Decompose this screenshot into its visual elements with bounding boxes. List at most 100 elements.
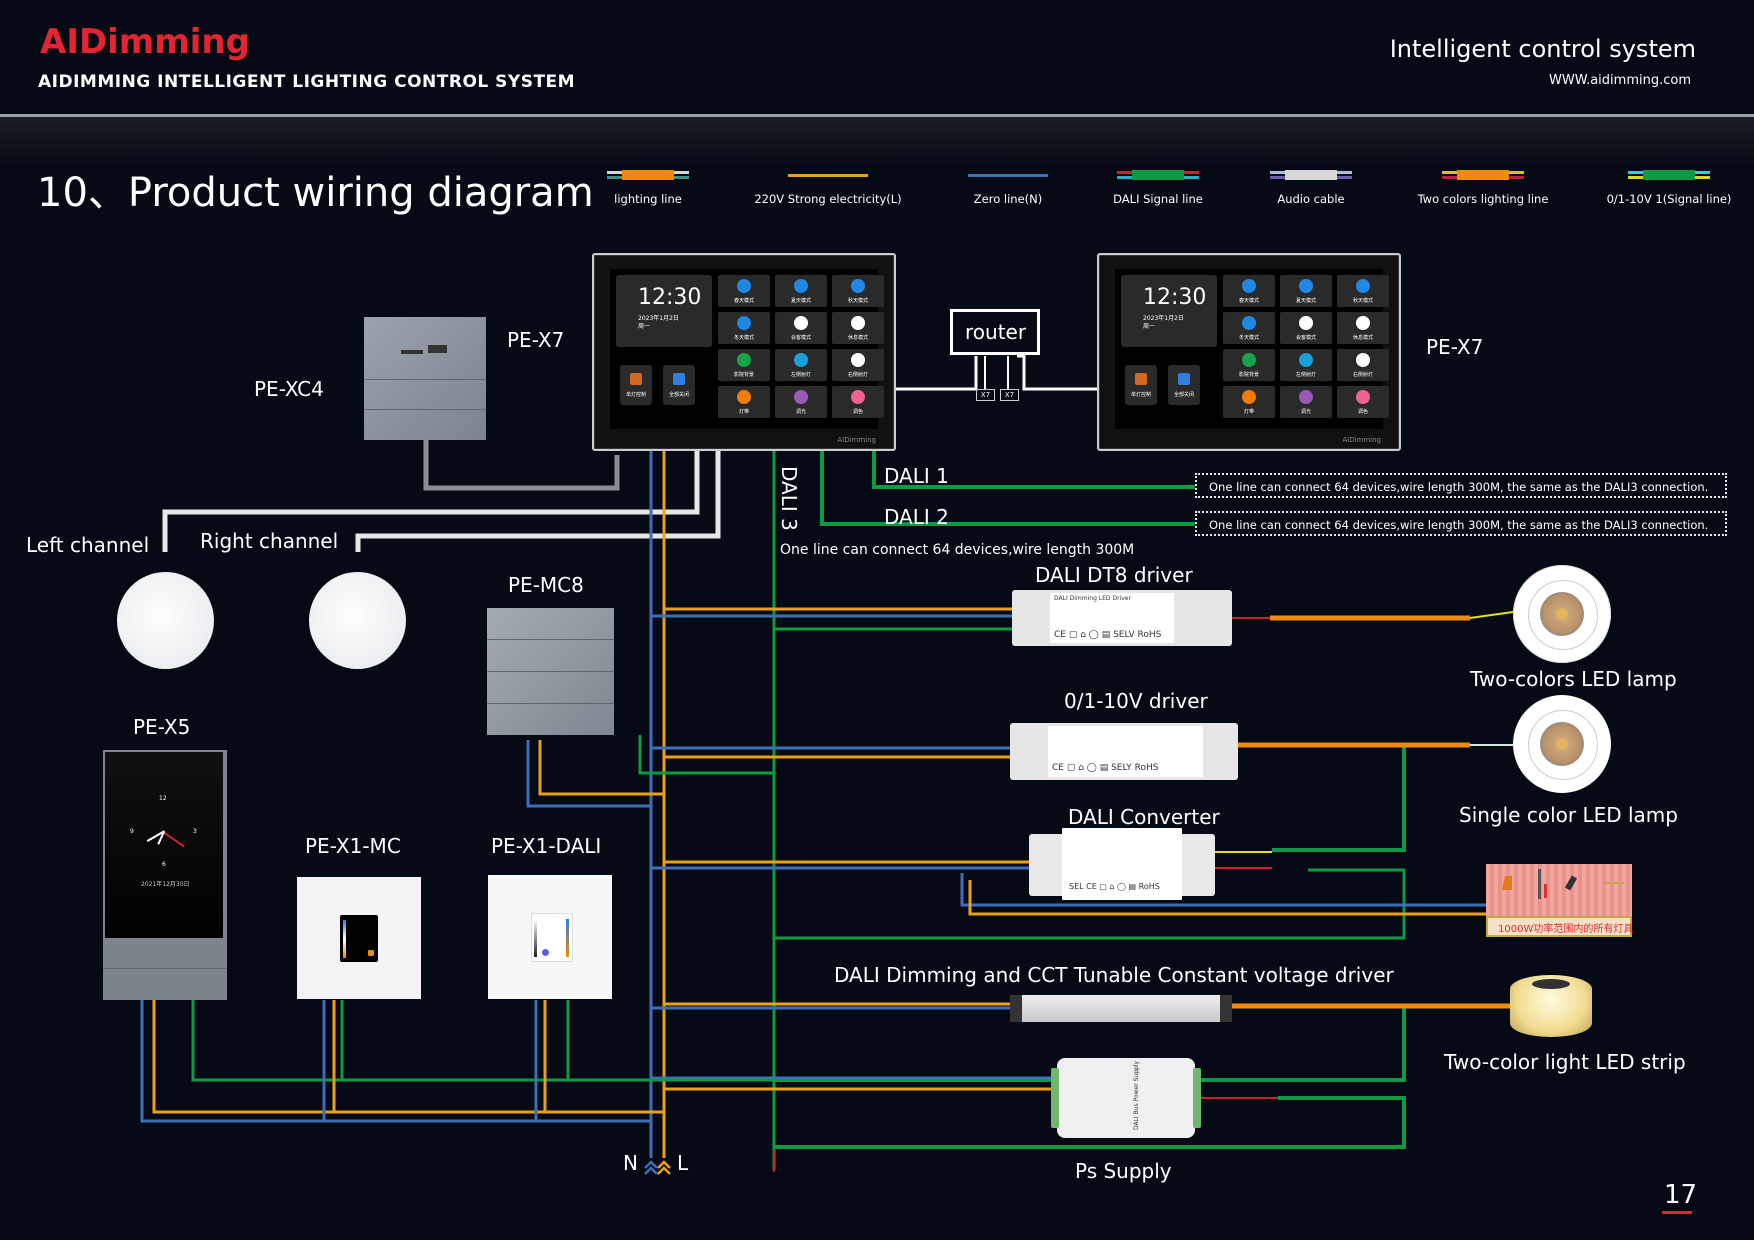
- pe-x5-device[interactable]: 12 3 6 9 2021年12月30日: [103, 750, 227, 1000]
- pe-x1-dali-label: PE-X1-DALI: [491, 834, 602, 858]
- scene-tile[interactable]: 右侧射灯: [832, 349, 884, 381]
- scene-tile[interactable]: 休息模式: [1337, 312, 1389, 344]
- scene-tile[interactable]: 调光: [1280, 386, 1332, 418]
- color-wheel-icon: [1299, 390, 1313, 404]
- scene-tile[interactable]: 灯带: [1223, 386, 1275, 418]
- scene-tile[interactable]: 夏天模式: [1280, 275, 1332, 307]
- scene-tile-label: 调色: [1357, 409, 1368, 415]
- panel-neutral: [140, 1000, 651, 1123]
- pe-xc4-device[interactable]: [364, 317, 486, 440]
- scene-tile[interactable]: 灯带: [718, 386, 770, 418]
- two-colors-led-lamp[interactable]: [1513, 565, 1611, 663]
- chevron-left-icon: [1299, 353, 1313, 367]
- page-number-underline: [1662, 1211, 1692, 1214]
- dali1-label: DALI 1: [884, 464, 949, 488]
- scene-tile-label: 会客模式: [1295, 335, 1316, 341]
- fixtures-live: [968, 880, 1530, 916]
- scene-tile[interactable]: 秋天模式: [1337, 275, 1389, 307]
- scene-tile-label: 左侧射灯: [1295, 372, 1316, 378]
- ps-dali: [774, 1096, 1406, 1149]
- panel-screen: 12:30 2023年1月2日 周一 春天模式夏天模式秋天模式冬天模式会客模式休…: [1115, 269, 1389, 429]
- lamp-lead: [1469, 611, 1514, 619]
- cv-driver[interactable]: [1010, 995, 1232, 1022]
- scene-tile[interactable]: 冬天模式: [1223, 312, 1275, 344]
- scene-tile[interactable]: 春天模式: [718, 275, 770, 307]
- single-color-lamp-label: Single color LED lamp: [1459, 803, 1678, 827]
- scene-tile[interactable]: 影院背景: [1223, 349, 1275, 381]
- fixtures-panel[interactable]: 1000W功率范围内的所有灯具: [1486, 864, 1634, 937]
- dali1-note-box: One line can connect 64 devices,wire len…: [1195, 473, 1727, 498]
- panel-screen: 12:30 2023年1月2日 周一 春天模式夏天模式秋天模式冬天模式会客模式休…: [610, 269, 884, 429]
- scene-tile[interactable]: 会客模式: [775, 312, 827, 344]
- dali-dt8-driver[interactable]: DALI Dimming LED Driver CE ▢ ⌂ ◯ ▤ SELV …: [1012, 590, 1232, 646]
- fixtures-neutral: [960, 873, 1530, 907]
- scene-tile[interactable]: 会客模式: [1280, 312, 1332, 344]
- clock-date: 2023年1月2日: [638, 315, 679, 322]
- scene-tile-label: 春天模式: [1238, 298, 1259, 304]
- pe-mc8-label: PE-MC8: [508, 573, 584, 597]
- scene-tile[interactable]: 左侧射灯: [775, 349, 827, 381]
- scene-tile-label: 灯带: [738, 409, 749, 415]
- cv-driver-label: DALI Dimming and CCT Tunable Constant vo…: [834, 963, 1394, 987]
- scene-tile[interactable]: 调色: [832, 386, 884, 418]
- scene-tile-label: 调色: [852, 409, 863, 415]
- scene-tile-label: 春天模式: [733, 298, 754, 304]
- router-box[interactable]: router: [950, 309, 1040, 355]
- header-url[interactable]: WWW.aidimming.com: [1549, 73, 1691, 88]
- pe-x1-mc-device[interactable]: [297, 877, 421, 999]
- scene-tile[interactable]: 右侧射灯: [1337, 349, 1389, 381]
- dali-converter-label: DALI Converter: [1068, 805, 1220, 829]
- ps-supply[interactable]: DALI Bus Power Supply: [1051, 1058, 1201, 1138]
- bulb-icon: [1299, 279, 1313, 293]
- quick-tile-label: 单灯控制: [625, 392, 646, 398]
- dali-converter[interactable]: SEL CE ▢ ⌂ ◯ ▤ RoHS: [1029, 828, 1215, 900]
- analog-clock-icon: 12 3 6 9: [130, 795, 197, 868]
- legend-item: DALI Signal line: [1078, 170, 1238, 206]
- dali3-label: DALI 3: [777, 466, 801, 531]
- single-light-icon: [630, 373, 642, 385]
- quick-tile-label: 全部关闭: [1173, 392, 1194, 398]
- scene-tile-label: 调光: [795, 409, 806, 415]
- quick-tile[interactable]: 单灯控制: [620, 365, 652, 405]
- header-divider: [0, 114, 1754, 117]
- people-icon: [1299, 316, 1313, 330]
- scene-tile[interactable]: 调光: [775, 386, 827, 418]
- scene-tile[interactable]: 左侧射灯: [1280, 349, 1332, 381]
- scene-tile-label: 会客模式: [790, 335, 811, 341]
- driver-010v[interactable]: CE ▢ ⌂ ◯ ▤ SELY RoHS: [1010, 723, 1238, 780]
- two-colors-lamp-label: Two-colors LED lamp: [1470, 667, 1677, 691]
- left-speaker[interactable]: [117, 572, 214, 669]
- scene-tile[interactable]: 春天模式: [1223, 275, 1275, 307]
- scene-tile[interactable]: 影院背景: [718, 349, 770, 381]
- bulb-icon: [794, 279, 808, 293]
- audio-cable-left: [162, 450, 700, 552]
- clock-time: 12:30: [638, 285, 702, 310]
- scene-tile[interactable]: 秋天模式: [832, 275, 884, 307]
- right-speaker[interactable]: [309, 572, 406, 669]
- scene-tile-label: 调光: [1300, 409, 1311, 415]
- network-icon: [1242, 390, 1256, 404]
- quick-tile[interactable]: 全部关闭: [663, 365, 695, 405]
- pe-x1-dali-device[interactable]: [488, 875, 612, 999]
- dali3-note: One line can connect 64 devices,wire len…: [780, 542, 1135, 558]
- pe-mc8-device[interactable]: [487, 608, 614, 735]
- scene-tile[interactable]: 冬天模式: [718, 312, 770, 344]
- scene-tile[interactable]: 休息模式: [832, 312, 884, 344]
- pe-x7-second-panel[interactable]: 12:30 2023年1月2日 周一 春天模式夏天模式秋天模式冬天模式会客模式休…: [1097, 253, 1401, 451]
- people-icon: [794, 316, 808, 330]
- fixtures-label: 1000W功率范围内的所有灯具: [1498, 924, 1634, 935]
- driver-010v-label: 0/1-10V driver: [1064, 689, 1208, 713]
- quick-tile[interactable]: 单灯控制: [1125, 365, 1157, 405]
- led-strip-reel[interactable]: [1510, 975, 1592, 1037]
- color-wheel-icon: [794, 390, 808, 404]
- scene-tile[interactable]: 夏天模式: [775, 275, 827, 307]
- ethernet-cable: [1017, 354, 1097, 391]
- legend-label: 220V Strong electricity(L): [754, 192, 902, 206]
- pe-x7-main-panel[interactable]: 12:30 2023年1月2日 周一 春天模式夏天模式秋天模式冬天模式会客模式休…: [592, 253, 896, 451]
- single-color-led-lamp[interactable]: [1513, 695, 1611, 793]
- quick-tile[interactable]: 全部关闭: [1168, 365, 1200, 405]
- pe-x5-screen: 12 3 6 9 2021年12月30日: [105, 752, 223, 938]
- scene-tile[interactable]: 调色: [1337, 386, 1389, 418]
- mc8-neutral: [526, 740, 651, 808]
- neutral-arrow-icon: [644, 1166, 658, 1175]
